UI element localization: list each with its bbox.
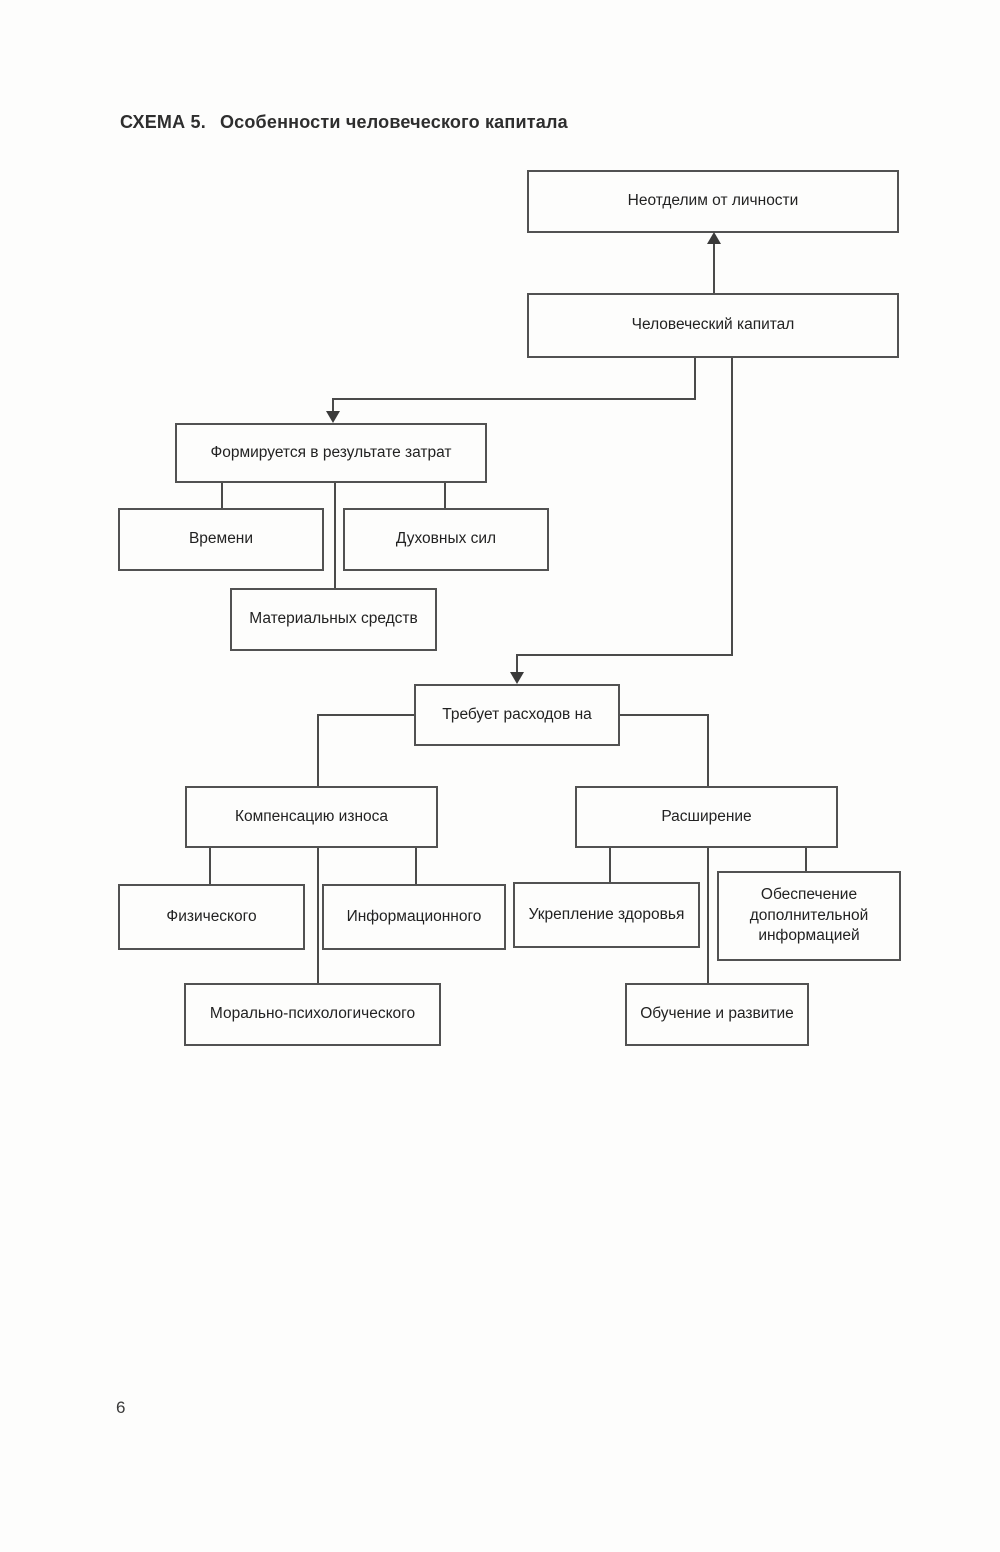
diagram-title: СХЕМА 5. Особенности человеческого капита… [120, 112, 568, 133]
arrowhead-down-requires-icon [510, 672, 524, 684]
connector-requires-to-expansion-vertical [707, 714, 709, 786]
node-formed-by-costs: Формируется в результате затрат [175, 423, 487, 483]
node-inseparable-from-person: Неотделим от личности [527, 170, 899, 233]
connector-human-capital-to-inseparable [713, 243, 715, 293]
node-health-strengthening: Укрепление здоровья [513, 882, 700, 948]
connector-human-capital-to-requires-horizontal [516, 654, 733, 656]
connector-requires-to-wear-vertical [317, 714, 319, 786]
connector-wear-to-moral [317, 848, 319, 983]
connector-formed-to-spiritual [444, 483, 446, 508]
node-physical: Физического [118, 884, 305, 950]
arrowhead-up-icon [707, 232, 721, 244]
node-human-capital: Человеческий капитал [527, 293, 899, 358]
connector-expansion-to-additional-info [805, 848, 807, 871]
page-number: 6 [116, 1398, 126, 1417]
connector-requires-drop [516, 654, 518, 673]
connector-human-capital-drop-right [731, 358, 733, 656]
node-requires-expenses: Требует расходов на [414, 684, 620, 746]
node-training-development: Обучение и развитие [625, 983, 809, 1046]
node-material-means: Материальных средств [230, 588, 437, 651]
connector-requires-to-expansion-horizontal [620, 714, 709, 716]
connector-expansion-to-health [609, 848, 611, 882]
node-time: Времени [118, 508, 324, 571]
connector-wear-to-physical [209, 848, 211, 884]
diagram-title-text: Особенности человеческого капитала [219, 112, 568, 132]
node-informational: Информационного [322, 884, 506, 950]
connector-requires-to-wear-horizontal [317, 714, 414, 716]
arrowhead-down-formed-icon [326, 411, 340, 423]
connector-wear-to-informational [415, 848, 417, 884]
connector-formed-to-time [221, 483, 223, 508]
node-additional-information: Обеспечение дополнительной информацией [717, 871, 901, 961]
node-spiritual-forces: Духовных сил [343, 508, 549, 571]
connector-formed-drop [332, 398, 334, 413]
connector-expansion-to-training [707, 848, 709, 983]
connector-human-capital-drop-left [694, 358, 696, 400]
node-expansion: Расширение [575, 786, 838, 848]
node-moral-psychological: Морально-психологического [184, 983, 441, 1046]
connector-formed-to-material [334, 483, 336, 588]
node-wear-compensation: Компенсацию износа [185, 786, 438, 848]
diagram-title-number: СХЕМА 5. [120, 112, 206, 132]
connector-human-capital-to-formed-horizontal [332, 398, 696, 400]
